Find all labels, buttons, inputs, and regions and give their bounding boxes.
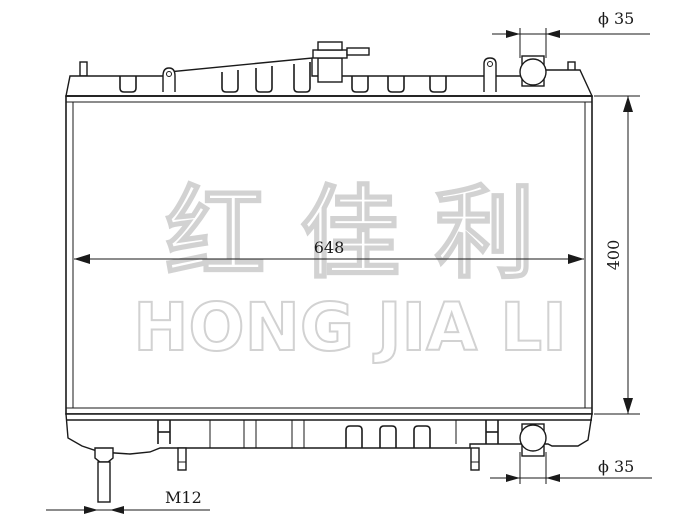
bottom-tank <box>65 413 593 503</box>
top-tank <box>65 41 594 97</box>
bottom-h-bracket-left <box>157 420 171 444</box>
overflow-nozzle <box>346 47 370 56</box>
watermark-english-text: HONG JIA LI <box>133 289 567 366</box>
dimension-bottom-pipe-label: ϕ 35 <box>598 457 634 476</box>
bottom-mount-pin-right <box>470 447 480 471</box>
filler-cap <box>312 41 370 83</box>
dimension-drain: M12 <box>46 488 210 514</box>
top-rib <box>387 76 405 93</box>
top-left-post <box>79 61 88 77</box>
watermark-chinese-text: 红 佳 利 <box>165 175 535 292</box>
dimension-bottom-pipe: ϕ 35 <box>490 452 652 484</box>
lower-outlet-pipe <box>519 423 547 457</box>
dimension-height-label: 400 <box>604 240 623 271</box>
dimension-width: 648 <box>74 238 584 264</box>
top-mount-pin-right <box>483 57 497 92</box>
drain-plug-stem <box>97 461 111 503</box>
bottom-tank-outline <box>65 413 593 455</box>
filler-cap-base <box>312 49 348 59</box>
dimension-width-label: 648 <box>314 238 345 257</box>
watermark: 红 佳 利 HONG JIA LI <box>132 174 568 367</box>
filler-neck <box>317 57 343 83</box>
dimension-height: 400 <box>594 95 640 415</box>
top-rib <box>429 76 447 93</box>
dimension-drain-label: M12 <box>165 488 202 507</box>
dimension-top-pipe-label: ϕ 35 <box>598 9 634 28</box>
bottom-mount-pin-left <box>177 447 187 471</box>
upper-inlet-pipe <box>519 55 547 87</box>
bottom-rib <box>345 425 363 448</box>
filler-cap-top <box>317 41 343 51</box>
drain-plug <box>94 447 114 503</box>
lower-outlet-circle <box>519 424 547 452</box>
top-mount-pin-hole <box>166 71 172 77</box>
top-rib <box>255 66 273 93</box>
upper-inlet-circle <box>519 58 547 86</box>
top-rib <box>221 70 239 93</box>
drain-plug-head <box>94 447 114 463</box>
top-rib <box>351 76 369 93</box>
top-rib <box>119 76 137 93</box>
bottom-rib <box>379 425 397 448</box>
top-rib <box>293 62 311 93</box>
bottom-h-bracket-right <box>485 420 499 444</box>
top-mount-pin-hole <box>487 61 493 67</box>
bottom-rib <box>413 425 431 448</box>
dimension-top-pipe: ϕ 35 <box>492 9 650 58</box>
